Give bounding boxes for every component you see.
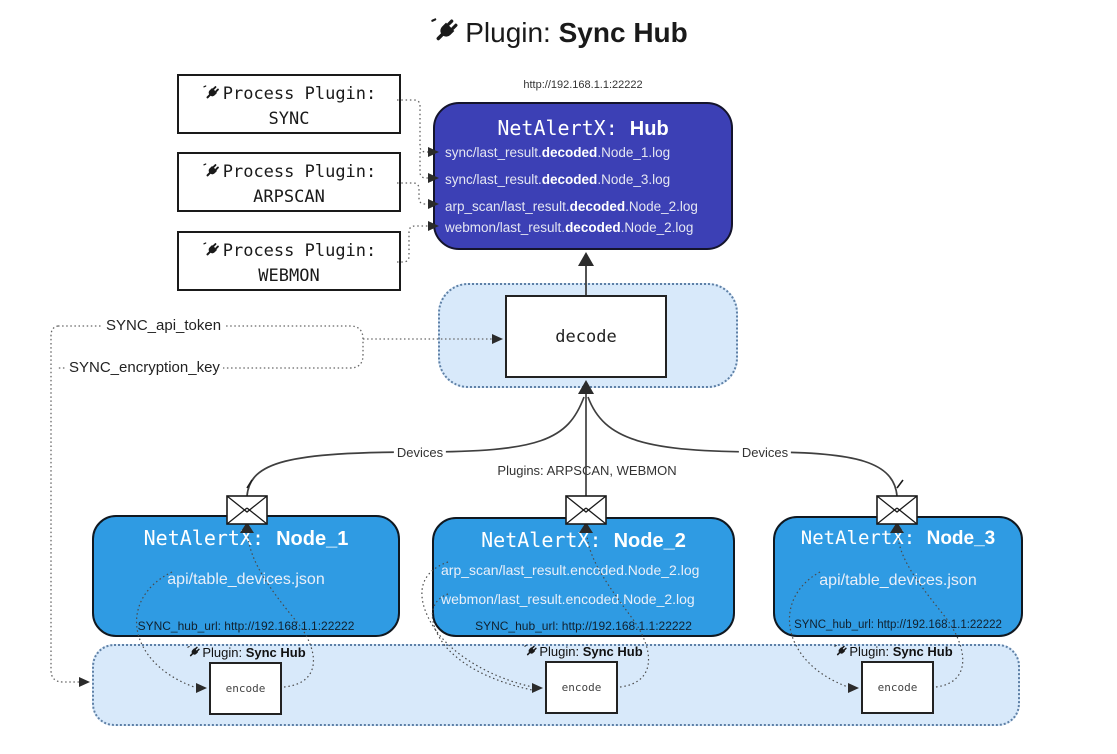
sync-encryption-key-label: SYNC_encryption_key (66, 359, 223, 376)
encode-plugin-label: Plugin: Sync Hub (523, 644, 643, 659)
plug-icon (187, 645, 201, 659)
hub-box: NetAlertX: Hub sync/last_result.decoded.… (433, 102, 733, 250)
node-file: arp_scan/last_result.encoded.Node_2.log (441, 562, 700, 578)
plug-icon (431, 17, 460, 44)
file-post: .Node_1.log (597, 145, 671, 160)
file-post: .Node_2.log (620, 220, 694, 235)
node-hub-url: SYNC_hub_url: http://192.168.1.1:22222 (475, 619, 692, 633)
node-1-box: NetAlertX: Node_1 api/table_devices.json… (92, 515, 400, 637)
plugins-center-label: Plugins: ARPSCAN, WEBMON (497, 463, 677, 478)
decode-box: decode (505, 295, 667, 378)
hub-title-prefix: NetAlertX: (497, 116, 630, 140)
hub-title-name: Hub (629, 118, 669, 140)
process-plugin-box-sync: Process Plugin: SYNC (177, 74, 401, 134)
encode-box: encode (861, 661, 934, 714)
process-plugin-name: SYNC (268, 109, 310, 129)
file-pre: sync/last_result. (445, 145, 542, 160)
plugin-label-name: Sync Hub (245, 645, 306, 660)
devices-left-label: Devices (393, 445, 447, 460)
file-bold: decoded (565, 220, 621, 235)
node-title-prefix: NetAlertX: (481, 528, 614, 552)
encode-plugin-label: Plugin: Sync Hub (186, 645, 306, 660)
node-title-name: Node_1 (276, 528, 349, 550)
encode-box: encode (209, 662, 282, 715)
title-name: Sync Hub (558, 17, 688, 48)
node-title-prefix: NetAlertX: (800, 527, 927, 549)
plug-icon (202, 85, 220, 101)
process-plugin-box-webmon: Process Plugin: WEBMON (177, 231, 401, 291)
node-2-box: NetAlertX: Node_2 arp_scan/last_result.e… (432, 517, 735, 637)
plugin-label-name: Sync Hub (892, 644, 953, 659)
plug-icon (524, 644, 538, 658)
node-title-name: Node_2 (613, 530, 686, 552)
file-post: .Node_2.log (625, 199, 698, 214)
hub-file: sync/last_result.decoded.Node_1.log (445, 145, 729, 160)
plugin-label-prefix: Plugin: (849, 644, 893, 659)
node-file: webmon/last_result.encoded.Node_2.log (441, 591, 695, 607)
process-plugin-label: Process Plugin: (222, 84, 377, 104)
node-title-name: Node_3 (926, 528, 996, 549)
process-plugin-label: Process Plugin: (222, 241, 377, 261)
node-3-box: NetAlertX: Node_3 api/table_devices.json… (773, 516, 1023, 637)
hub-url: http://192.168.1.1:22222 (523, 79, 643, 91)
node-hub-url: SYNC_hub_url: http://192.168.1.1:22222 (137, 619, 355, 633)
node-hub-url: SYNC_hub_url: http://192.168.1.1:22222 (794, 619, 1002, 631)
hub-file: sync/last_result.decoded.Node_3.log (445, 172, 729, 187)
node-title-prefix: NetAlertX: (143, 526, 277, 550)
encode-plugin-label: Plugin: Sync Hub (833, 644, 953, 659)
file-pre: webmon/last_result. (445, 220, 566, 235)
hub-file: arp_scan/last_result.decoded.Node_2.log (445, 199, 729, 214)
hub-title: NetAlertX: Hub (435, 116, 731, 141)
process-plugin-box-arpscan: Process Plugin: ARPSCAN (177, 152, 401, 212)
plugin-label-prefix: Plugin: (202, 645, 246, 660)
node-title: NetAlertX: Node_2 (434, 528, 733, 553)
process-plugin-links (397, 99, 430, 263)
plug-icon (834, 644, 848, 658)
process-plugin-name: WEBMON (258, 266, 320, 286)
file-pre: arp_scan/last_result. (445, 199, 570, 214)
hub-file: webmon/last_result.decoded.Node_2.log (445, 220, 729, 235)
sync-api-token-label: SYNC_api_token (103, 317, 225, 334)
encode-box: encode (545, 661, 618, 714)
file-post: .Node_3.log (597, 172, 671, 187)
devices-right-label: Devices (738, 445, 792, 460)
file-pre: sync/last_result. (445, 172, 542, 187)
file-bold: decoded (569, 199, 626, 214)
plugin-label-name: Sync Hub (582, 644, 643, 659)
title-prefix: Plugin: (465, 17, 551, 48)
node-title: NetAlertX: Node_1 (94, 526, 398, 551)
plug-icon (202, 242, 220, 258)
node-file: api/table_devices.json (819, 572, 977, 589)
node-to-decode-links (246, 394, 898, 497)
process-plugin-name: ARPSCAN (253, 187, 325, 207)
file-bold: decoded (541, 145, 598, 160)
node-title: NetAlertX: Node_3 (775, 527, 1021, 550)
plugin-label-prefix: Plugin: (539, 644, 583, 659)
process-plugin-label: Process Plugin: (222, 162, 377, 182)
node-file: api/table_devices.json (167, 571, 325, 588)
plug-icon (202, 163, 220, 179)
diagram-title: Plugin: Sync Hub (0, 16, 1117, 49)
file-bold: decoded (541, 172, 598, 187)
